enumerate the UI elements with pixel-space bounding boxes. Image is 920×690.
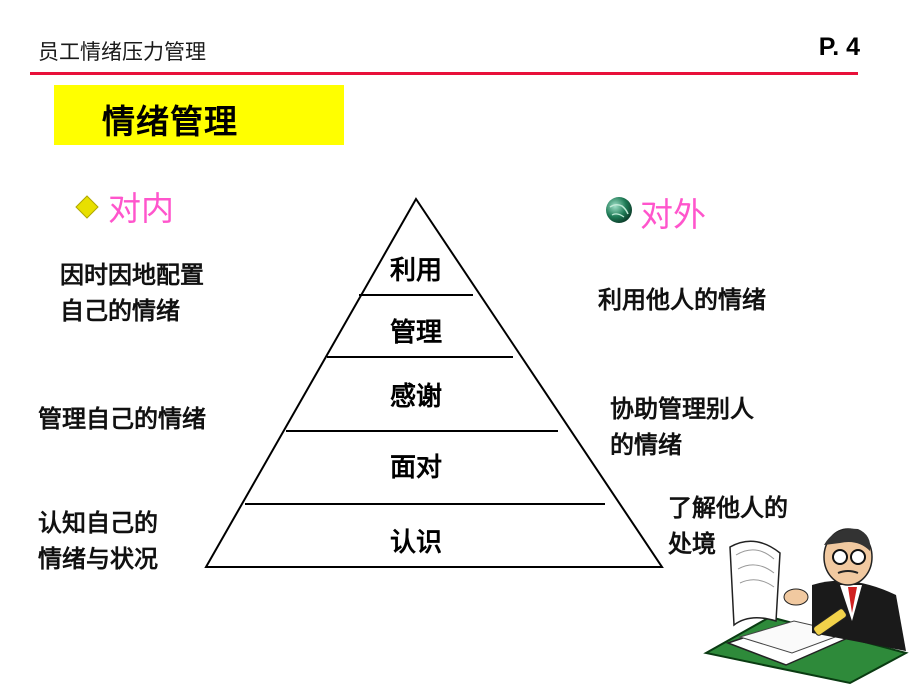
outer-heading: 对外 bbox=[640, 195, 706, 234]
header-divider bbox=[30, 72, 858, 75]
paper-line bbox=[737, 564, 775, 574]
header-title: 员工情绪压力管理 bbox=[38, 40, 206, 64]
paper-line bbox=[739, 579, 775, 588]
diamond-icon bbox=[75, 195, 99, 219]
tier-label-manage: 管理 bbox=[390, 318, 442, 348]
glasses-left bbox=[832, 549, 848, 565]
mouth bbox=[837, 570, 859, 574]
glasses-right bbox=[850, 549, 866, 565]
outer-item-utilize: 利用他人的情绪 bbox=[598, 282, 766, 318]
slide-title: 情绪管理 bbox=[102, 102, 238, 141]
paper-line bbox=[735, 549, 775, 560]
globe-icon bbox=[606, 197, 632, 223]
inner-item-text: 因时因地配置 自己的情绪 bbox=[60, 261, 204, 325]
pyramid-diagram: 利用 管理 感谢 面对 认识 bbox=[204, 197, 664, 568]
inner-item-text: 管理自己的情绪 bbox=[38, 405, 206, 433]
page-number: P. 4 bbox=[818, 33, 860, 61]
inner-item-manage: 管理自己的情绪 bbox=[38, 401, 206, 437]
outer-item-assist: 协助管理别人 的情绪 bbox=[610, 391, 754, 463]
outer-item-text: 利用他人的情绪 bbox=[598, 286, 766, 314]
inner-item-recognize: 认知自己的 情绪与状况 bbox=[38, 505, 158, 577]
inner-heading: 对内 bbox=[108, 189, 174, 228]
outer-item-understand: 了解他人的 处境 bbox=[668, 490, 788, 562]
office-worker-clipart bbox=[703, 528, 909, 685]
tier-label-utilize: 利用 bbox=[390, 256, 442, 286]
pyramid-outline bbox=[204, 197, 664, 568]
outer-item-text: 协助管理别人 的情绪 bbox=[610, 395, 754, 459]
held-papers bbox=[729, 540, 781, 627]
inner-item-text: 认知自己的 情绪与状况 bbox=[38, 509, 158, 573]
tier-label-gratitude: 感谢 bbox=[390, 381, 442, 412]
outer-item-text: 了解他人的 处境 bbox=[668, 494, 788, 558]
suit-body bbox=[812, 580, 906, 651]
necktie bbox=[848, 587, 857, 613]
pencil bbox=[813, 608, 847, 636]
inner-item-configure: 因时因地配置 自己的情绪 bbox=[60, 257, 204, 329]
tier-label-recognize: 认识 bbox=[390, 528, 442, 558]
hand bbox=[783, 588, 809, 606]
tier-label-face: 面对 bbox=[390, 453, 442, 483]
hair bbox=[824, 528, 871, 551]
title-highlight-box bbox=[54, 85, 344, 145]
